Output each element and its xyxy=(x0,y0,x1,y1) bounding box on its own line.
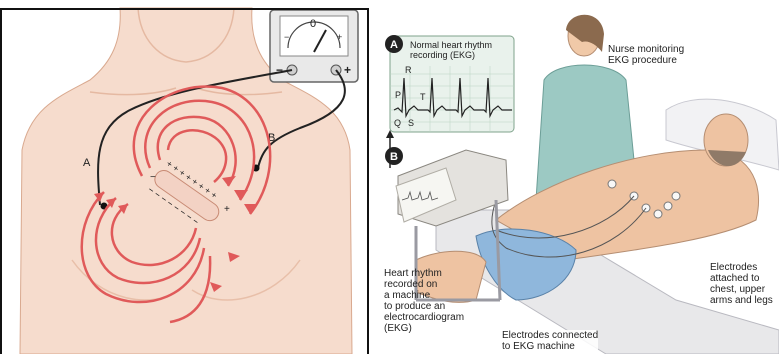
wave-label-s: S xyxy=(408,118,414,129)
electrodes-attached-label: Electrodes attached to chest, upper arms… xyxy=(710,262,773,306)
electrodes-connected-label: Electrodes connected to EKG machine xyxy=(502,330,598,352)
heart-rhythm-label: Heart rhythm recorded on a machine to pr… xyxy=(384,268,464,334)
step-a-badge-text: A xyxy=(390,39,398,51)
step-b-badge: B xyxy=(384,146,404,166)
recording-title: Normal heart rhythm recording (EKG) xyxy=(410,40,492,60)
nurse-label: Nurse monitoring EKG procedure xyxy=(608,44,684,66)
wave-label-q: Q xyxy=(394,118,401,129)
ekg-procedure-panel: A B R P T Q S Normal heart rhythm record… xyxy=(376,0,779,354)
dipole-diagram-panel: 0 − + − + A B xyxy=(0,0,371,354)
wave-label-r: R xyxy=(405,65,412,76)
diagram-frame xyxy=(0,8,369,354)
wave-label-t: T xyxy=(420,92,426,103)
step-a-badge: A xyxy=(384,34,404,54)
wave-label-p: P xyxy=(395,90,401,101)
step-b-badge-text: B xyxy=(390,151,398,163)
